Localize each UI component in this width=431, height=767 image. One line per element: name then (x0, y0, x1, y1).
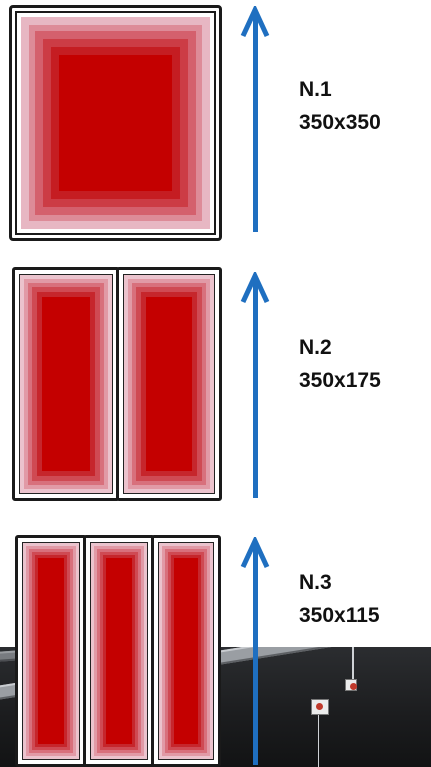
panel-n2-cell-2 (116, 267, 222, 501)
junction-box (311, 699, 329, 715)
hanger-rod (352, 647, 354, 691)
panel-id: N.3 (299, 571, 332, 594)
panel-n1 (9, 5, 222, 241)
arrow-shaft (252, 12, 258, 232)
panel-id: N.2 (299, 336, 332, 359)
heating-zone (158, 542, 214, 760)
direction-arrow-n2 (240, 272, 270, 498)
heating-zone (19, 274, 113, 494)
heating-zone (123, 274, 215, 494)
hanger-rod (318, 709, 319, 767)
panel-size: 350x350 (299, 111, 381, 134)
arrow-up-icon (240, 272, 270, 304)
panel-id: N.1 (299, 78, 332, 101)
panel-n2 (12, 267, 222, 501)
panel-n3 (15, 535, 221, 767)
direction-arrow-n3 (240, 537, 270, 765)
direction-arrow-n1 (240, 6, 270, 232)
arrow-up-icon (240, 6, 270, 38)
panel-n1-label: N.1 350x350 (299, 73, 381, 139)
panel-n3-label: N.3 350x115 (299, 566, 380, 632)
junction-box (345, 679, 357, 691)
heating-zone (21, 17, 210, 229)
panel-size: 350x115 (299, 604, 380, 627)
panel-n3-cell-1 (15, 535, 87, 767)
heating-zone (22, 542, 80, 760)
arrow-up-icon (240, 537, 270, 569)
arrow-shaft (252, 278, 258, 498)
heating-zone (90, 542, 148, 760)
panel-n3-cell-2 (83, 535, 155, 767)
panel-n2-cell-1 (12, 267, 120, 501)
panel-n2-label: N.2 350x175 (299, 331, 381, 397)
panel-n1-inner-frame (15, 11, 216, 235)
arrow-shaft (252, 543, 258, 765)
panel-n3-cell-3 (151, 535, 221, 767)
panel-size: 350x175 (299, 369, 381, 392)
